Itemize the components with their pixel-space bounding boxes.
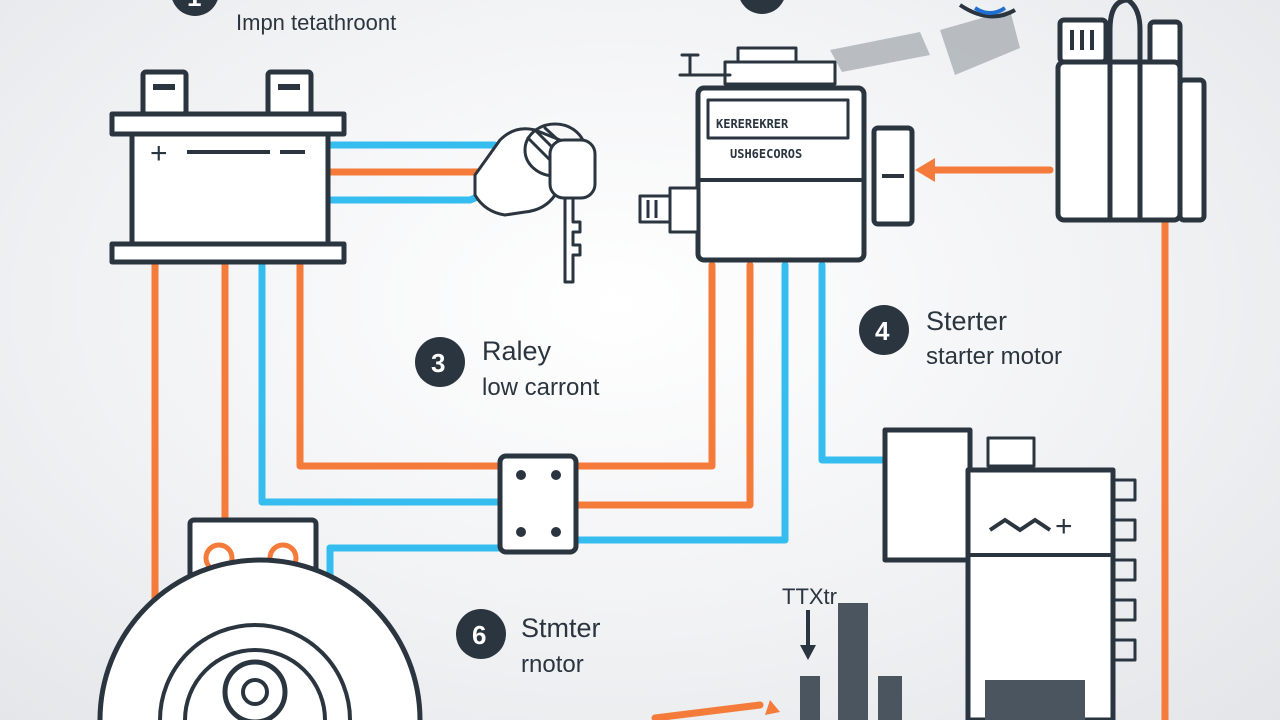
starter-motor-icon: [97, 517, 423, 720]
decorative-grey-shapes: [830, 3, 1020, 75]
top-caption: Impn tetathroont: [236, 10, 396, 35]
fuse-box-icon: +: [882, 427, 1137, 720]
callout-starter-bottom: 6 Stmter rnotor: [456, 609, 601, 678]
wire-relay-solenoid-orange-b: [572, 261, 754, 509]
callout-relay-number: 3: [431, 348, 445, 378]
bottom-small-label: TTXtr: [782, 584, 837, 609]
battery-icon: +: [109, 69, 347, 265]
wire-battery-relay-orange-b: [296, 261, 504, 470]
callout-relay-subtitle: low carront: [482, 374, 600, 401]
solenoid-icon: KEREREKRER USH6ECOROS: [638, 46, 915, 263]
badge-top-left-number: 1: [187, 0, 201, 12]
callout-relay-title: Raley: [482, 336, 552, 366]
callout-starter-bottom-subtitle: rnotor: [521, 651, 584, 678]
wire-relay-solenoid-orange-a: [572, 261, 716, 470]
callout-starter-right-badge: [859, 305, 909, 355]
wire-bottom-orange: [651, 701, 764, 720]
callout-starter-bottom-number: 6: [472, 620, 486, 650]
top-caption-group: 1 Impn tetathroont: [172, 0, 784, 35]
wire-relay-solenoid-blue: [572, 261, 789, 544]
wire-alternator-orange: [1136, 168, 1169, 720]
callout-starter-bottom-title: Stmter: [521, 613, 601, 643]
battery-plus-sign: +: [150, 137, 168, 170]
solenoid-label-line2: USH6ECOROS: [730, 147, 802, 161]
callout-starter-right-title: Sterter: [926, 306, 1007, 336]
callout-starter-right-subtitle: starter motor: [926, 343, 1062, 370]
wire-battery-key-blue-bottom: [326, 184, 492, 204]
wire-solenoid-fusebox-blue: [818, 261, 894, 464]
callout-relay-badge: [415, 337, 465, 387]
callout-starter-right: 4 Sterter starter motor: [859, 305, 1062, 370]
ignition-key-icon: [473, 122, 597, 284]
arrow-alternator-solenoid: [915, 158, 1054, 182]
bottom-component-icon: [765, 603, 902, 720]
alternator-icon: [1055, 0, 1207, 223]
fuse-box-plus-sign: +: [1055, 510, 1073, 543]
relay-icon: [497, 453, 579, 555]
solenoid-label-line1: KEREREKRER: [716, 117, 789, 131]
callout-starter-bottom-badge: [456, 609, 506, 659]
callout-starter-right-number: 4: [875, 316, 890, 346]
callout-relay: 3 Raley low carront: [415, 336, 600, 401]
wire-battery-relay-blue: [258, 261, 504, 506]
